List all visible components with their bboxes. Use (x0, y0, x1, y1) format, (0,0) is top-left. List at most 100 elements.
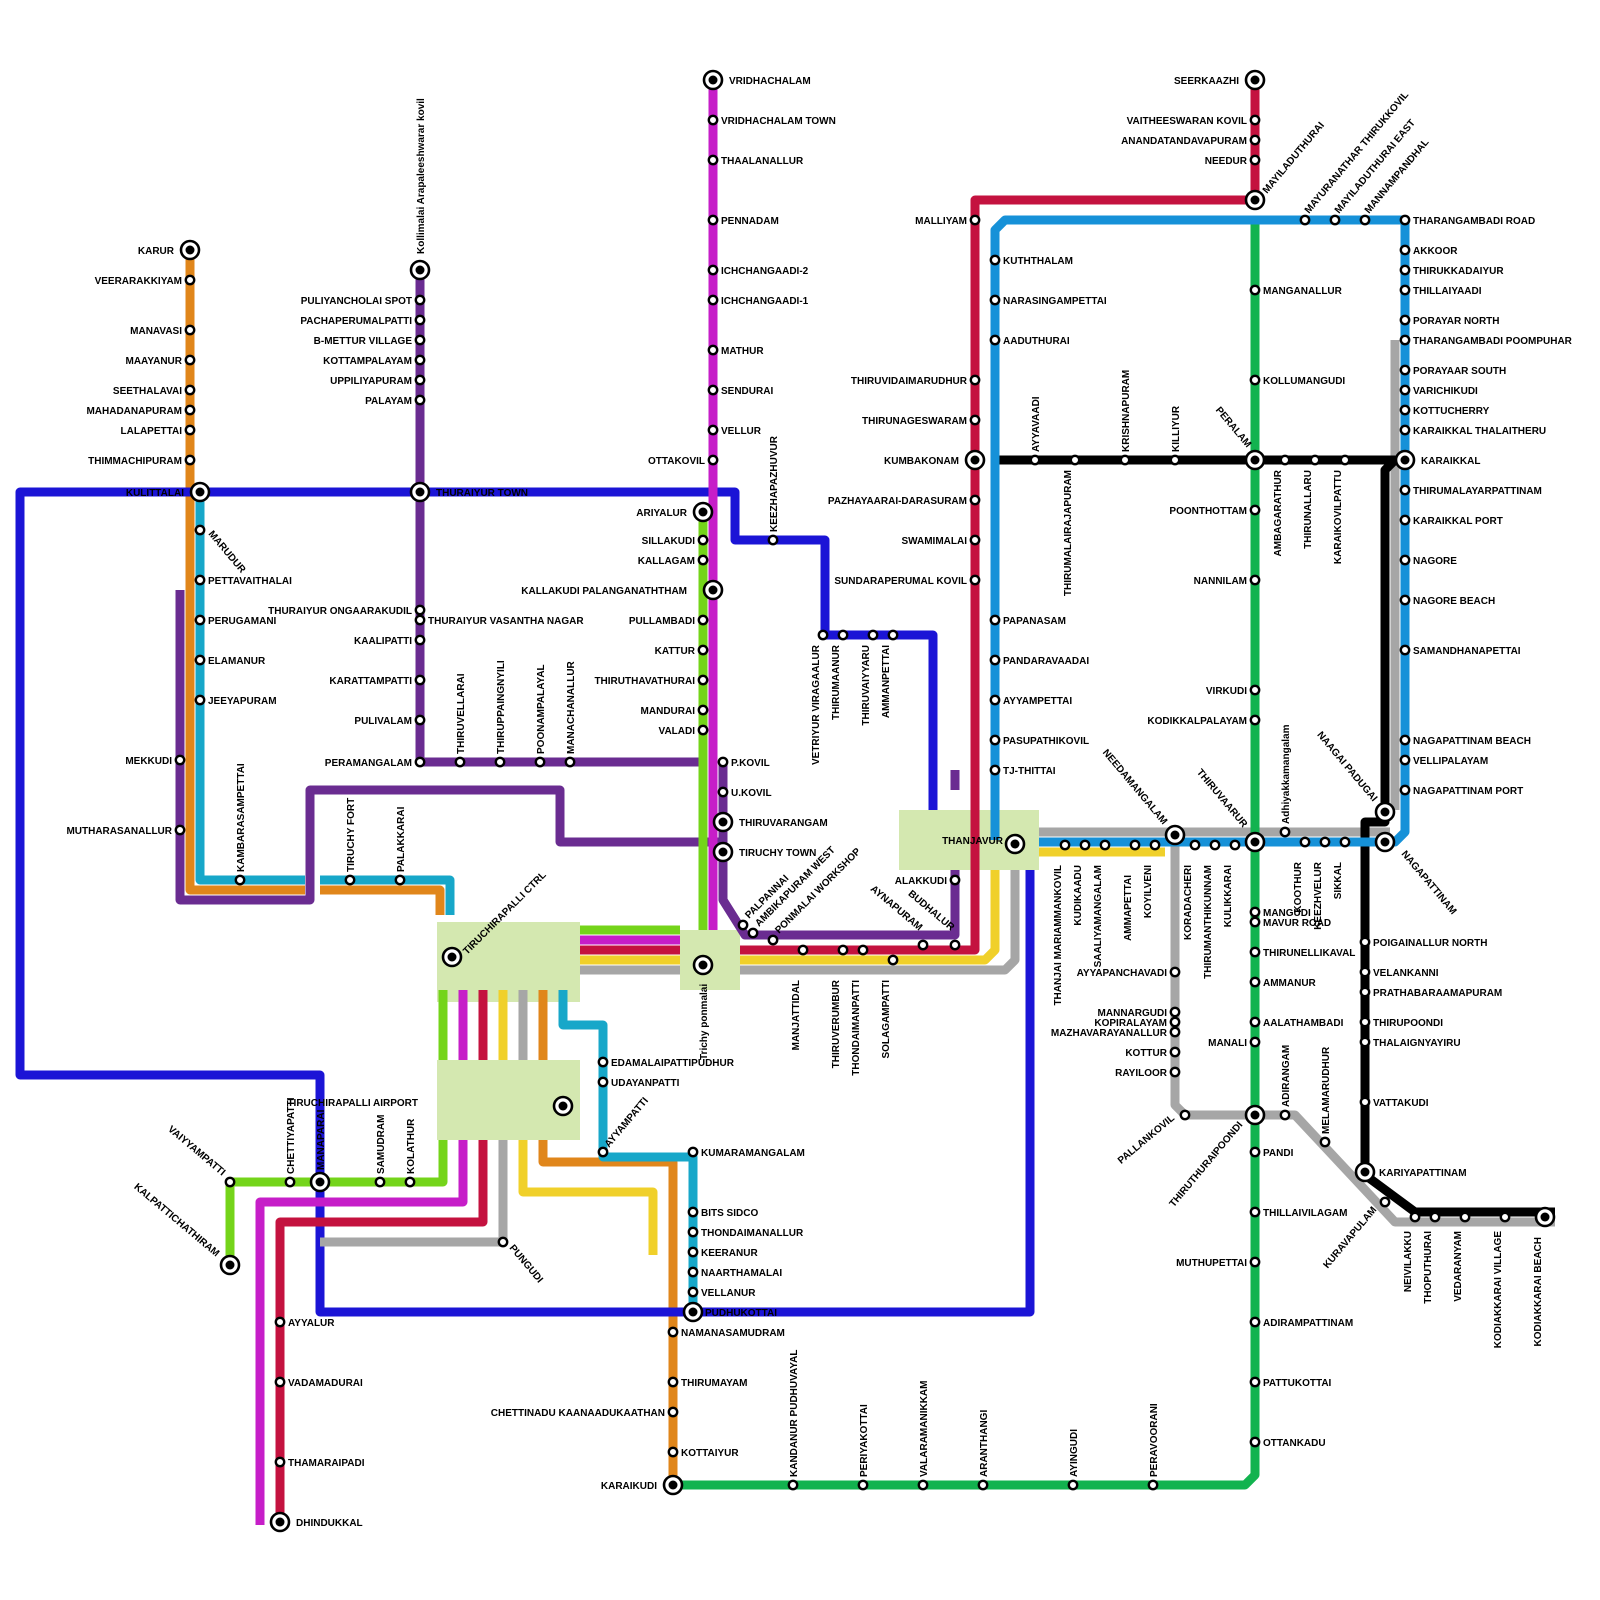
station-mangudi[interactable] (1249, 906, 1261, 918)
station-vadamadurai[interactable] (274, 1376, 286, 1388)
station-vedaranyam[interactable] (1459, 1211, 1471, 1223)
station-pasupathikovil[interactable] (989, 734, 1001, 746)
station-thaalanallur[interactable] (707, 154, 719, 166)
station-manali[interactable] (1249, 1036, 1261, 1048)
station-manjattidal[interactable] (797, 944, 809, 956)
station-koradacheri[interactable] (1189, 839, 1201, 851)
interchange-karaikudi[interactable] (662, 1474, 684, 1496)
station-marudur[interactable] (194, 524, 206, 536)
station-thirukkadaiyur[interactable] (1399, 264, 1411, 276)
station-nagore-beach[interactable] (1399, 594, 1411, 606)
interchange-ariyalur[interactable] (692, 501, 714, 523)
station-uppiliyapuram[interactable] (414, 374, 426, 386)
station-thimmachipuram[interactable] (184, 454, 196, 466)
station-karaikkal-port[interactable] (1399, 514, 1411, 526)
station-sikkal[interactable] (1339, 836, 1351, 848)
station-thirunageswaram[interactable] (969, 414, 981, 426)
station-mutharasanallur[interactable] (174, 824, 186, 836)
station-pungudi[interactable] (497, 1236, 509, 1248)
station-keezhapazhuvur[interactable] (767, 534, 779, 546)
station-jeeyapuram[interactable] (194, 694, 206, 706)
station-samudram[interactable] (374, 1176, 386, 1188)
station-manavasi[interactable] (184, 324, 196, 336)
station-sendurai[interactable] (707, 384, 719, 396)
station-vattakudi[interactable] (1359, 1096, 1371, 1108)
station-puliyancholai-spot[interactable] (414, 294, 426, 306)
station-ammanpettai[interactable] (887, 629, 899, 641)
station-narasingampettai[interactable] (989, 294, 1001, 306)
station-ottakovil[interactable] (707, 454, 719, 466)
station-thirumalayarpattinam[interactable] (1399, 484, 1411, 496)
station-mahadanapuram[interactable] (184, 404, 196, 416)
station-mayuranathar-thirukkovil[interactable] (1299, 214, 1311, 226)
station-swamimalai[interactable] (969, 534, 981, 546)
station-ammanur[interactable] (1249, 976, 1261, 988)
station-udayanpatti[interactable] (597, 1076, 609, 1088)
station-pallankovil[interactable] (1179, 1109, 1191, 1121)
station-rayiloor[interactable] (1169, 1066, 1181, 1078)
station-kollumangudi[interactable] (1249, 374, 1261, 386)
station-malliyam[interactable] (969, 214, 981, 226)
station-sillakudi[interactable] (697, 534, 709, 546)
interchange-thiruvarangam[interactable] (712, 811, 734, 833)
interchange-kollimalai-arapaleeshwarar-kovil[interactable] (409, 259, 431, 281)
station-seethalavai[interactable] (184, 384, 196, 396)
interchange-thiruthuraipoondi[interactable] (1244, 1104, 1266, 1126)
station-b-mettur-village[interactable] (414, 334, 426, 346)
station-karaikkal-thalaitheru[interactable] (1399, 424, 1411, 436)
station-thirumalairajapuram[interactable] (1069, 454, 1081, 466)
station-perugamani[interactable] (194, 614, 206, 626)
interchange-kalpattichathiram[interactable] (219, 1254, 241, 1276)
station-poigainallur-north[interactable] (1359, 936, 1371, 948)
interchange-nagapattinam[interactable] (1374, 831, 1396, 853)
station-pettavaithalai[interactable] (194, 574, 206, 586)
station-veerarakkiyam[interactable] (184, 274, 196, 286)
station-kuththalam[interactable] (989, 254, 1001, 266)
station-thirunallaru[interactable] (1309, 454, 1321, 466)
station-pandaravaadai[interactable] (989, 654, 1001, 666)
station-aynapuram[interactable] (917, 939, 929, 951)
interchange-karur[interactable] (179, 239, 201, 261)
station-virkudi[interactable] (1249, 684, 1261, 696)
station-aranthangi[interactable] (977, 1479, 989, 1491)
station-koothur[interactable] (1299, 836, 1311, 848)
station-muthupettai[interactable] (1249, 1256, 1261, 1268)
station-ayyavaadi[interactable] (1029, 454, 1041, 466)
station-kumaramangalam[interactable] (687, 1146, 699, 1158)
station-thiruvaiyyaru[interactable] (867, 629, 879, 641)
station-neivilakku[interactable] (1409, 1211, 1421, 1223)
station-thuraiyur-ongaarakudil[interactable] (414, 604, 426, 616)
station-pulivalam[interactable] (414, 714, 426, 726)
station-thoputhurai[interactable] (1429, 1211, 1441, 1223)
station-thirumanthikunnam[interactable] (1209, 839, 1221, 851)
station-saaliyamangalam[interactable] (1099, 839, 1111, 851)
station-porayar-north[interactable] (1399, 314, 1411, 326)
station-pennadam[interactable] (707, 214, 719, 226)
station-edamalaipattipudhur[interactable] (597, 1056, 609, 1068)
station-tj-thittai[interactable] (989, 764, 1001, 776)
station-nagapattinam-beach[interactable] (1399, 734, 1411, 746)
station-mannampandhal[interactable] (1359, 214, 1371, 226)
station-kuravapulam[interactable] (1379, 1196, 1391, 1208)
station-tharangambadi-road[interactable] (1399, 214, 1411, 226)
interchange-pudhukottai[interactable] (682, 1301, 704, 1323)
station-varichikudi[interactable] (1399, 384, 1411, 396)
station-keeranur[interactable] (687, 1246, 699, 1258)
interchange-kariyapattinam[interactable] (1354, 1161, 1376, 1183)
interchange-thuraiyur-town[interactable] (409, 481, 431, 503)
station-velankanni[interactable] (1359, 966, 1371, 978)
station-p-kovil[interactable] (717, 756, 729, 768)
station-thirumaanur[interactable] (837, 629, 849, 641)
interchange-vridhachalam[interactable] (702, 69, 724, 91)
station-karattampatti[interactable] (414, 674, 426, 686)
station-chettiyapatti[interactable] (284, 1176, 296, 1188)
station-mandurai[interactable] (697, 704, 709, 716)
station-ayyalur[interactable] (274, 1316, 286, 1328)
station-vaitheeswaran-kovil[interactable] (1249, 114, 1261, 126)
hub-marker-thanjavur[interactable] (1004, 833, 1026, 855)
interchange-mayiladuthurai[interactable] (1244, 189, 1266, 211)
station-keezhvelur[interactable] (1319, 836, 1331, 848)
station-ambikapuram-west[interactable] (747, 927, 759, 939)
station-thamaraipadi[interactable] (274, 1456, 286, 1468)
interchange-needamangalam[interactable] (1164, 824, 1186, 846)
